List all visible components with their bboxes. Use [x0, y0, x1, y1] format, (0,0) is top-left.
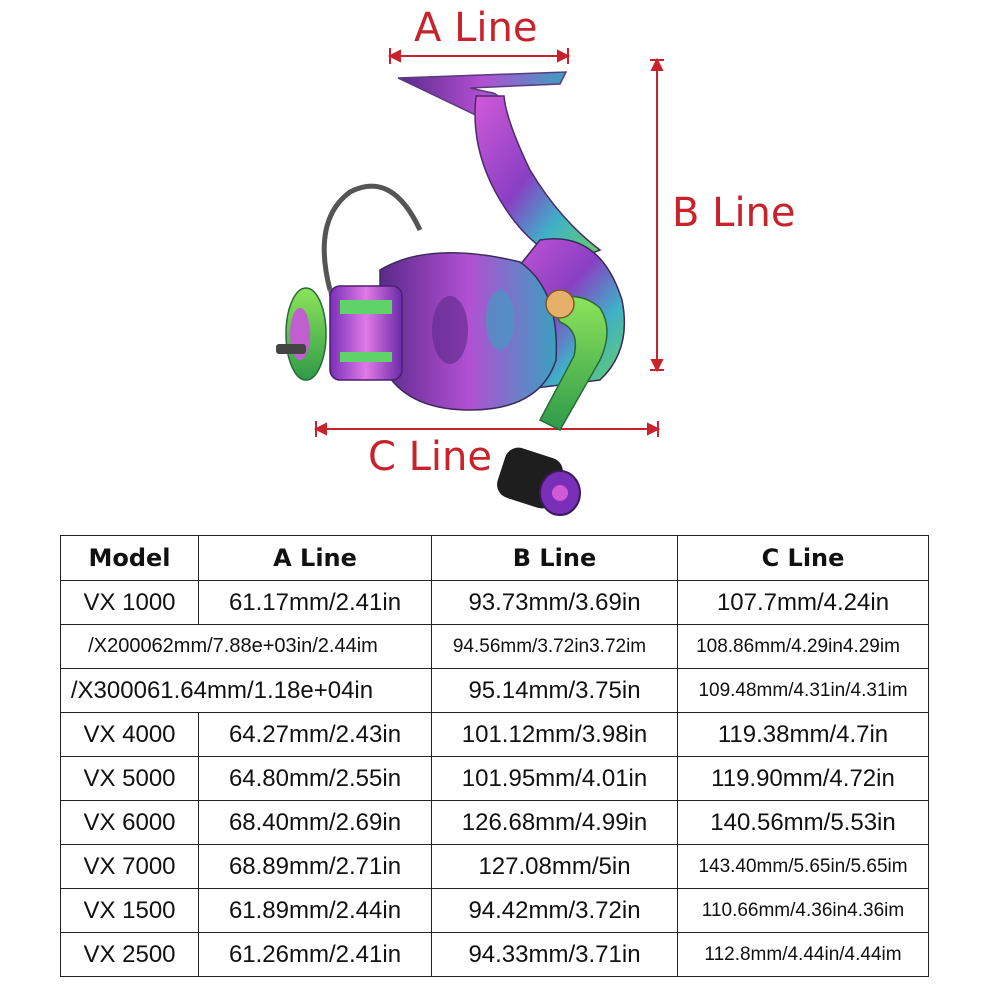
cell-b-line: 94.42mm/3.72in [431, 888, 678, 933]
b-line-label: B Line [672, 190, 796, 236]
cell-model-merged: /X200062mm/7.88e+03in/2.44im [60, 624, 432, 669]
b-line-dimension [650, 57, 664, 373]
cell-b-line: 101.12mm/3.98in [431, 712, 678, 757]
cell-b-line: 126.68mm/4.99in [431, 800, 678, 845]
spec-table: Model A Line B Line C Line VX 1000 61.17… [60, 535, 929, 977]
cell-b-line: 93.73mm/3.69in [431, 580, 678, 625]
cell-c-line: 143.40mm/5.65in/5.65im [677, 844, 929, 889]
cell-b-line: 95.14mm/3.75in [431, 668, 678, 713]
reel-diagram: A Line B Line C Line [276, 5, 796, 516]
cell-b-line: 101.95mm/4.01in [431, 756, 678, 801]
cell-c-line: 140.56mm/5.53in [677, 800, 929, 845]
cell-c-line: 108.86mm/4.29in4.29im [677, 624, 929, 669]
table-row: VX 1500 61.89mm/2.44in 94.42mm/3.72in 11… [60, 888, 929, 933]
table-row: VX 7000 68.89mm/2.71in 127.08mm/5in 143.… [60, 844, 929, 889]
cell-a-line: 61.17mm/2.41in [198, 580, 432, 625]
cell-c-line: 110.66mm/4.36in4.36im [677, 888, 929, 933]
header-model: Model [60, 535, 199, 581]
a-line-dimension [387, 48, 571, 64]
cell-c-line: 119.90mm/4.72in [677, 756, 929, 801]
cell-a-line: 68.40mm/2.69in [198, 800, 432, 845]
cell-a-line: 64.27mm/2.43in [198, 712, 432, 757]
header-c-line: C Line [677, 535, 929, 581]
c-line-dimension [313, 421, 661, 437]
cell-c-line: 112.8mm/4.44in/4.44im [677, 932, 929, 977]
table-row: VX 6000 68.40mm/2.69in 126.68mm/4.99in 1… [60, 800, 929, 845]
cell-model: VX 2500 [60, 932, 199, 977]
header-b-line: B Line [431, 535, 678, 581]
fishing-reel-illustration [276, 48, 664, 516]
cell-model: VX 6000 [60, 800, 199, 845]
cell-a-line: 61.26mm/2.41in [198, 932, 432, 977]
c-line-label: C Line [368, 434, 493, 480]
table-row: VX 5000 64.80mm/2.55in 101.95mm/4.01in 1… [60, 756, 929, 801]
cell-a-line: 68.89mm/2.71in [198, 844, 432, 889]
a-line-label: A Line [414, 5, 538, 51]
cell-model: VX 7000 [60, 844, 199, 889]
cell-b-line: 94.33mm/3.71in [431, 932, 678, 977]
cell-model-merged: /X300061.64mm/1.18e+04in [60, 668, 432, 713]
table-row: VX 4000 64.27mm/2.43in 101.12mm/3.98in 1… [60, 712, 929, 757]
cell-a-line: 64.80mm/2.55in [198, 756, 432, 801]
table-row: VX 1000 61.17mm/2.41in 93.73mm/3.69in 10… [60, 580, 929, 625]
cell-c-line: 107.7mm/4.24in [677, 580, 929, 625]
cell-model: VX 1500 [60, 888, 199, 933]
cell-a-line: 61.89mm/2.44in [198, 888, 432, 933]
cell-c-line: 119.38mm/4.7in [677, 712, 929, 757]
cell-b-line: 94.56mm/3.72in3.72im [431, 624, 678, 669]
table-row: VX 2500 61.26mm/2.41in 94.33mm/3.71in 11… [60, 932, 929, 977]
header-a-line: A Line [198, 535, 432, 581]
cell-model: VX 5000 [60, 756, 199, 801]
cell-model: VX 1000 [60, 580, 199, 625]
table-header-row: Model A Line B Line C Line [60, 535, 929, 581]
table-row: /X200062mm/7.88e+03in/2.44im 94.56mm/3.7… [60, 624, 929, 669]
table-row: /X300061.64mm/1.18e+04in 95.14mm/3.75in … [60, 668, 929, 713]
cell-b-line: 127.08mm/5in [431, 844, 678, 889]
cell-c-line: 109.48mm/4.31in/4.31im [677, 668, 929, 713]
cell-model: VX 4000 [60, 712, 199, 757]
